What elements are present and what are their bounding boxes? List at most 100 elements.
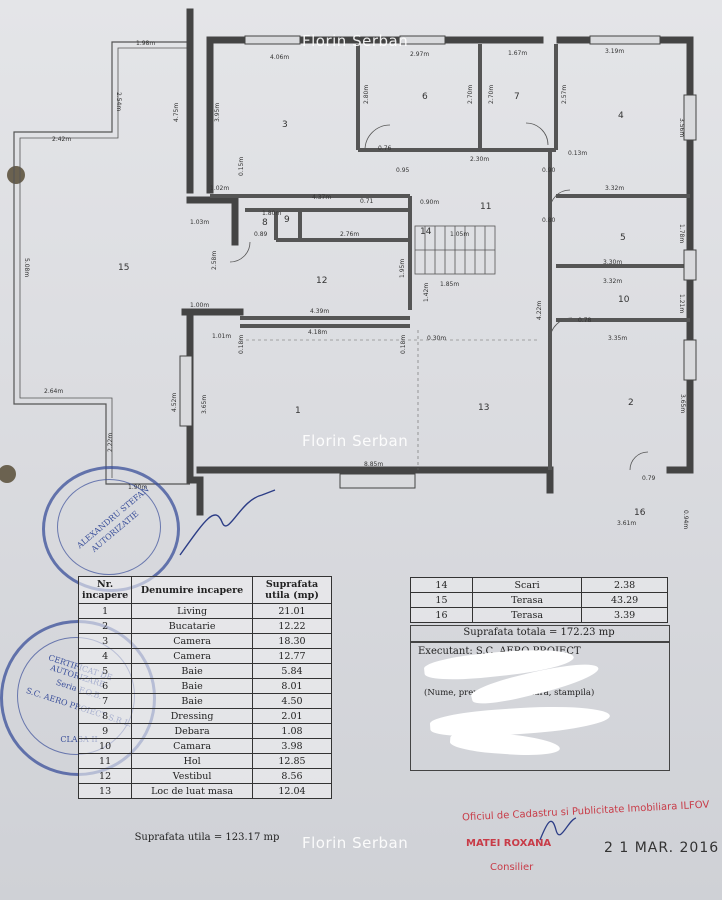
room-number: 14 [420,227,432,237]
usable-area-total: Suprafata utila = 123.17 mp [134,832,280,843]
room-number: 3 [282,120,288,130]
dimension-label: 2.22m [107,433,114,452]
dimension-label: 0.71 [360,198,374,205]
dimension-label: 0.18m [400,335,407,354]
dimension-label: 0.78 [578,317,592,324]
table-header-row: Nr. incapere Denumire incapere Suprafata… [77,576,333,604]
room-number: 12 [316,276,327,286]
room-number: 9 [284,215,290,225]
room-number: 1 [295,406,301,416]
total-area-box [410,625,670,643]
dimension-label: 4.06m [270,54,289,61]
dimension-label: 4.22m [536,301,543,320]
officer-role: Consilier [490,862,534,873]
dimension-label: 0.90m [420,199,439,206]
dimension-label: 3.95m [214,103,221,122]
room-number: 15 [118,263,129,273]
room-number: 10 [618,295,630,305]
dimension-label: 3.19m [605,48,624,55]
punch-hole [7,166,25,184]
room-number: 11 [480,202,491,212]
dimension-label: 8.85m [364,461,383,468]
dimension-label: 3.56m [678,118,685,137]
dimension-label: 1.78m [678,224,685,243]
dimension-label: 4.37m [312,194,331,201]
watermark: Florin Serban [302,432,409,450]
dimension-label: 4.18m [308,329,327,336]
dimension-label: 4.52m [171,393,178,412]
signature [179,489,276,556]
room-number: 6 [422,92,428,102]
dimension-label: 0.94m [682,510,689,529]
dimension-label: 0.30m [427,335,446,342]
column-header: Suprafata utila (mp) [251,576,333,604]
dimension-label: 1.02m [210,185,229,192]
dimension-label: 1.85m [440,281,459,288]
dimension-label: 2.80m [363,85,370,104]
dimension-label: 0.95 [396,167,410,174]
room-number: 7 [514,92,520,102]
room-number: 2 [628,398,634,408]
dimension-label: 3.35m [608,335,627,342]
dimension-label: 2.70m [467,85,474,104]
executant-box [410,641,670,771]
dimension-label: 1.03m [190,219,209,226]
dimension-label: 2.54m [115,92,122,111]
dimension-label: 3.61m [617,520,636,527]
dimension-label: 2.70m [488,85,495,104]
watermark: Florin Serban [302,834,409,852]
dimension-label: 1.98m [136,40,155,47]
dimension-label: 2.64m [44,388,63,395]
dimension-label: 1.42m [423,283,430,302]
dimension-label: 0.76 [378,145,392,152]
total-area: Suprafata totala = 172.23 mp [463,627,615,638]
dimension-label: 2.76m [340,231,359,238]
room-number: 8 [262,218,268,228]
room-number: 5 [620,233,626,243]
dimension-label: 1.80m [262,210,281,217]
dimension-label: 1.00m [190,302,209,309]
dimension-label: 0.80 [542,217,556,224]
dimension-label: 4.75m [173,103,180,122]
punch-hole [0,465,16,483]
date-stamp: 2 1 MAR. 2016 [604,840,720,856]
dimension-label: 2.30m [470,156,489,163]
dimension-label: 2.58m [211,251,218,270]
dimension-label: 1.95m [399,259,406,278]
signature [539,817,577,841]
dimension-label: 0.79 [642,475,656,482]
dimension-label: 0.15m [238,157,245,176]
officer-name: MATEI ROXANA [466,838,552,849]
column-header: Nr. incapere [77,576,133,604]
dimension-label: 4.39m [310,308,329,315]
dimension-label: 3.32m [603,278,622,285]
dimension-label: 1.67m [508,50,527,57]
dimension-label: 3.65m [679,394,686,413]
dimension-label: 1.21m [678,294,685,313]
room-number: 13 [478,403,489,413]
dimension-label: 0.13m [568,150,587,157]
rooms-table: Nr. incapere Denumire incapere Suprafata… [77,576,333,799]
dimension-label: 2.57m [561,85,568,104]
authorization-stamp: ALEXANDRU STEFAN AUTORIZATIE [42,466,180,592]
dimension-label: 1.01m [212,333,231,340]
dimension-label: 3.32m [605,185,624,192]
dimension-label: 3.30m [603,259,622,266]
column-header: Denumire incapere [131,576,253,604]
watermark: Florin Serban [302,32,409,50]
